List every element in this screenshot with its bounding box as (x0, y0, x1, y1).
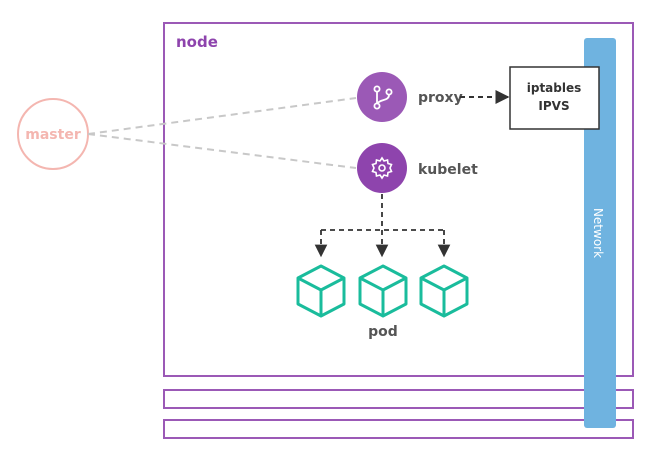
gear-icon (371, 156, 393, 180)
cube-icon (419, 264, 469, 318)
git-branch-icon (373, 85, 393, 110)
network-bar (584, 38, 616, 428)
ipvs-label: IPVS (538, 99, 569, 113)
node-label: node (176, 33, 218, 51)
network-label: Network (591, 208, 605, 258)
kubelet-pod-links (314, 194, 451, 258)
master-label: master (25, 127, 81, 143)
proxy-label: proxy (418, 90, 463, 106)
kubelet-label: kubelet (418, 162, 478, 178)
master-proxy-link (87, 97, 357, 135)
master-kubelet-link (87, 133, 357, 169)
node-box-tertiary (163, 419, 634, 439)
node-box-secondary (163, 389, 634, 409)
kubelet-node (357, 143, 407, 193)
iptables-label: iptables (527, 81, 582, 95)
cube-icon (296, 264, 346, 318)
proxy-node (357, 72, 407, 122)
pod-label: pod (368, 324, 398, 340)
node-box (163, 22, 634, 377)
iptables-box (509, 66, 600, 130)
cube-icon (358, 264, 408, 318)
pod-group (296, 264, 469, 318)
